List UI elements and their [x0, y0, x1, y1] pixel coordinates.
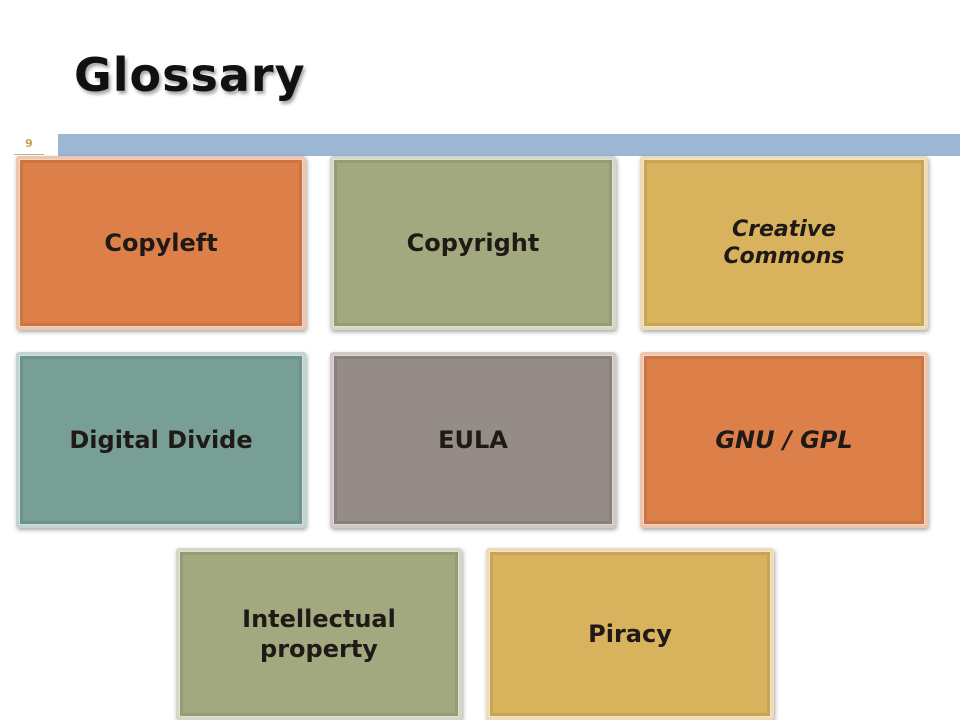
- tile-digital-divide[interactable]: Digital Divide: [16, 352, 306, 528]
- tile-label: Creative Commons: [723, 216, 845, 270]
- page-number: 9: [14, 134, 44, 155]
- tile-label: Intellectual property: [242, 605, 396, 663]
- title-rule: [58, 134, 960, 156]
- tile-creative-commons[interactable]: Creative Commons: [640, 156, 928, 330]
- tile-gnu-gpl[interactable]: GNU / GPL: [640, 352, 928, 528]
- tile-label: Copyleft: [104, 229, 218, 257]
- tile-label: Copyright: [406, 229, 540, 257]
- tile-intellectual-property[interactable]: Intellectual property: [176, 548, 462, 720]
- tile-label: Piracy: [588, 620, 672, 648]
- slide-title: Glossary: [74, 48, 306, 102]
- tile-copyleft[interactable]: Copyleft: [16, 156, 306, 330]
- tile-copyright[interactable]: Copyright: [330, 156, 616, 330]
- tile-piracy[interactable]: Piracy: [486, 548, 774, 720]
- tile-eula[interactable]: EULA: [330, 352, 616, 528]
- tile-label: EULA: [438, 426, 508, 454]
- tile-label: GNU / GPL: [715, 426, 853, 454]
- tile-label: Digital Divide: [69, 426, 253, 454]
